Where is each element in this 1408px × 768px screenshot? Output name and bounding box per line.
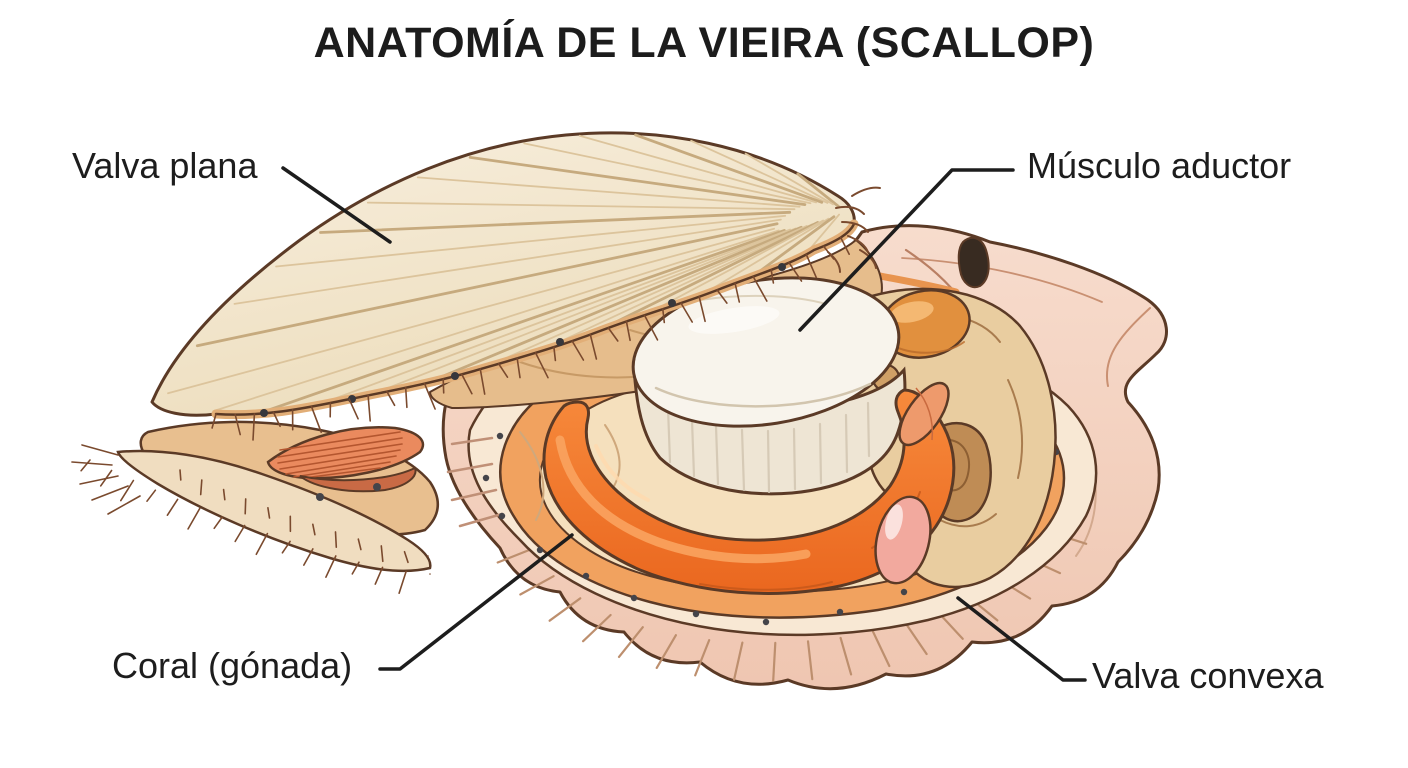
mantle-eyes-left bbox=[316, 483, 381, 501]
label-valva-plana: Valva plana bbox=[72, 145, 258, 186]
leader-musculo-aductor bbox=[798, 168, 1015, 332]
leader-valva-convexa bbox=[956, 596, 1087, 682]
leader-lines bbox=[281, 166, 1087, 682]
label-musculo-aductor: Músculo aductor bbox=[1027, 145, 1292, 186]
marginal-eyes bbox=[260, 263, 786, 417]
inner-shell-stripes bbox=[446, 436, 504, 528]
salmon-lobe bbox=[898, 381, 950, 447]
leader-coral-gonada bbox=[378, 533, 574, 671]
hinge-tooth bbox=[957, 236, 990, 289]
left-mantle-and-gill bbox=[71, 420, 439, 595]
diagram-title: ANATOMÍA DE LA VIEIRA (SCALLOP) bbox=[313, 19, 1095, 67]
muscle-striations bbox=[666, 401, 871, 494]
label-coral-gonada: Coral (gónada) bbox=[112, 645, 353, 686]
lip-fringe bbox=[80, 459, 431, 595]
shell-lip bbox=[116, 449, 432, 572]
mantle-fringe bbox=[179, 469, 429, 564]
shell-ribs bbox=[167, 133, 840, 413]
leader-valva-plana bbox=[281, 166, 392, 244]
hinge-tentacle-curls bbox=[827, 186, 881, 273]
label-valva-convexa: Valva convexa bbox=[1092, 655, 1324, 696]
foot-and-flesh bbox=[874, 381, 950, 585]
gill-fold bbox=[299, 466, 417, 493]
top-shell-flat-valve bbox=[150, 131, 881, 441]
gill-striations bbox=[277, 431, 403, 479]
adductor-muscle bbox=[631, 276, 907, 496]
left-tip-hairs bbox=[71, 444, 141, 515]
marginal-tentacles bbox=[211, 223, 855, 441]
coral-gonad bbox=[542, 388, 956, 595]
